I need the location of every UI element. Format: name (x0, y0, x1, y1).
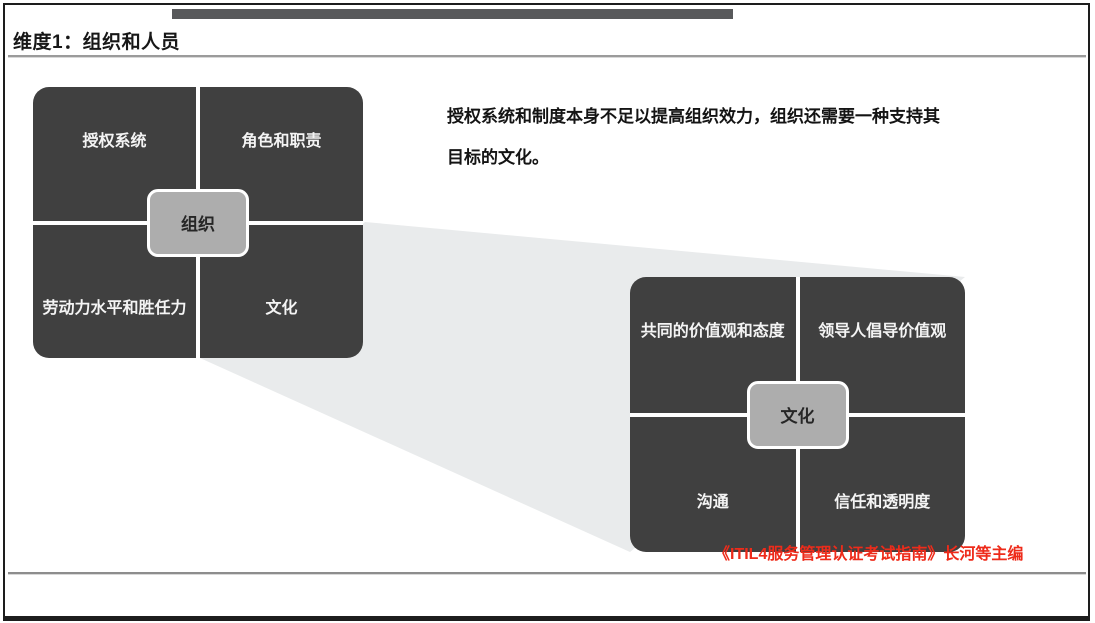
org-cell-label: 角色和职责 (241, 133, 322, 150)
culture-center-badge: 文化 (746, 380, 849, 449)
culture-quadrant-diagram: 共同的价值观和态度 领导人倡导价值观 沟通 信任和透明度 文化 (630, 277, 965, 552)
culture-cell-shared-values: 共同的价值观和态度 (630, 277, 796, 413)
org-center-label: 组织 (181, 215, 215, 234)
title-divider (8, 55, 1086, 58)
citation-text: 《ITIL4服务管理认证考试指南》长河等主编 (714, 546, 1024, 563)
culture-cell-label: 共同的价值观和态度 (640, 323, 785, 340)
slide-title: 维度1：组织和人员 (13, 32, 181, 53)
culture-cell-label: 领导人倡导价值观 (818, 323, 947, 340)
culture-cell-label: 信任和透明度 (834, 494, 931, 511)
org-center-badge: 组织 (147, 188, 249, 257)
culture-center-label: 文化 (780, 407, 815, 426)
org-cell-label: 文化 (265, 300, 298, 317)
culture-cell-label: 沟通 (696, 494, 729, 511)
org-quadrant-diagram: 授权系统 角色和职责 劳动力水平和胜任力 文化 组织 (33, 87, 363, 358)
footer-divider (8, 572, 1086, 575)
org-cell-label: 劳动力水平和胜任力 (42, 300, 187, 317)
org-cell-label: 授权系统 (82, 133, 147, 150)
top-accent-bar (172, 9, 733, 19)
intro-paragraph: 授权系统和制度本身不足以提高组织效力，组织还需要一种支持其目标的文化。 (447, 107, 940, 167)
